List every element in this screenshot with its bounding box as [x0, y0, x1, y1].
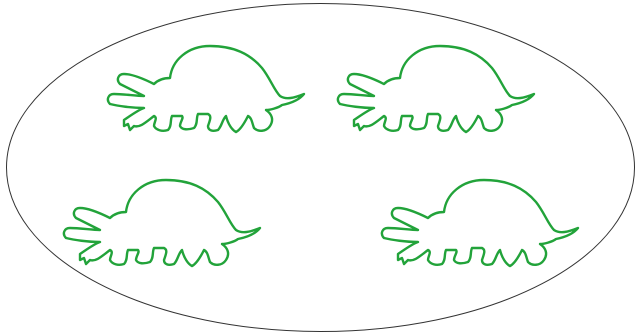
turtle-icon	[108, 46, 304, 132]
turtle-outline	[338, 46, 534, 132]
turtle-outline	[64, 180, 260, 266]
turtle-icon	[338, 46, 534, 132]
turtle-icon	[382, 180, 578, 266]
turtle-outline	[108, 46, 304, 132]
turtle-outline	[382, 180, 578, 266]
turtle-icon	[64, 180, 260, 266]
set-ellipse	[7, 4, 635, 332]
